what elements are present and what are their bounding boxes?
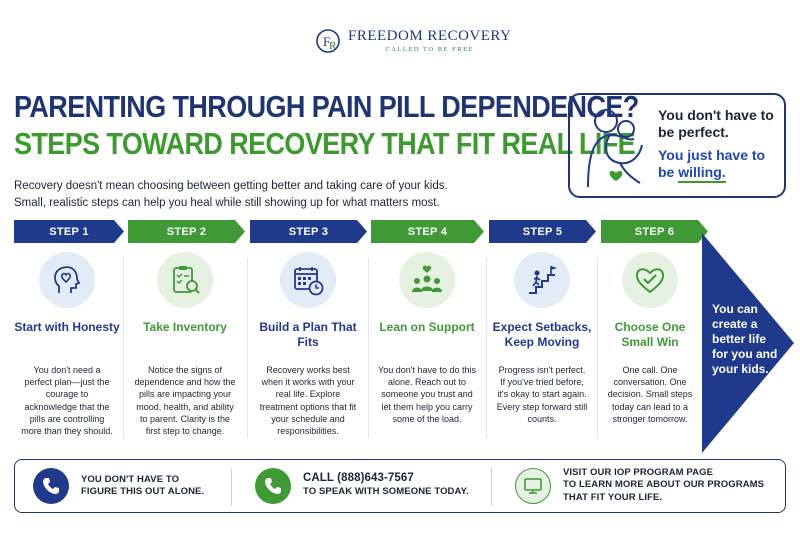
callout-line1: You don't have to be perfect.: [658, 107, 774, 140]
step-4-header: STEP 4: [371, 220, 484, 243]
step-3-header: STEP 3: [250, 220, 367, 243]
step-6-body: One call. One conversation. One decision…: [607, 365, 693, 424]
embrace-heart-icon: [587, 109, 643, 188]
intro-line1: Recovery doesn't mean choosing between g…: [14, 180, 448, 192]
step-6-header: STEP 6: [601, 220, 708, 243]
step-3-card: Build a Plan That Fits Recovery works be…: [250, 249, 366, 445]
step-1-header: STEP 1: [14, 220, 124, 243]
stairs-flag-icon: [529, 266, 557, 294]
arrow-message: You can create a better life for you and…: [712, 302, 778, 376]
callout-line2: You just have to be willing.: [658, 147, 782, 183]
support-group-icon: [412, 265, 442, 292]
computer-monitor-icon: [524, 478, 542, 494]
step-3-body: Recovery works best when it works with y…: [259, 365, 357, 437]
brand-tagline: CALLED TO BE FREE: [385, 46, 475, 53]
svg-text:R: R: [329, 40, 337, 52]
step-1-body: You don't need a perfect plan—just the c…: [21, 365, 113, 437]
bottom-item-3-line3: THAT FIT YOUR LIFE.: [563, 491, 663, 503]
phone-handset-icon: [265, 478, 281, 494]
bottom-item-1-text: YOU DON'T HAVE TO FIGURE THIS OUT ALONE.: [81, 474, 204, 499]
step-1-icon-circle: [39, 252, 95, 308]
step-4-card: Lean on Support You don't have to do thi…: [371, 249, 483, 445]
bottom-separator: [491, 468, 492, 506]
step-5-icon-circle: [514, 252, 570, 308]
intro-text: Recovery doesn't mean choosing between g…: [14, 178, 554, 211]
callout-line2a: You just have to be: [658, 147, 766, 180]
step-2-header: STEP 2: [128, 220, 245, 243]
step-2-card: Take Inventory Notice the signs of depen…: [126, 249, 244, 445]
divider: [486, 258, 487, 438]
step-2-icon-circle: [157, 252, 213, 308]
brand-logo[interactable]: F R FREEDOM RECOVERY CALLED TO BE FREE: [316, 26, 511, 56]
bottom-cta-bar: YOU DON'T HAVE TO FIGURE THIS OUT ALONE.…: [14, 459, 786, 513]
step-6-card: Choose One Small Win One call. One conve…: [599, 249, 701, 445]
step-4-icon-circle: [399, 252, 455, 308]
bottom-item-1-line1: YOU DON'T HAVE TO: [81, 474, 180, 485]
headline-line2: STEPS TOWARD RECOVERY THAT FIT REAL LIFE: [14, 127, 636, 161]
calendar-clock-icon: [294, 267, 324, 296]
monitor-icon[interactable]: [515, 468, 551, 504]
divider: [123, 258, 124, 438]
phone-number-link[interactable]: CALL (888)643-7567: [303, 472, 414, 484]
heart-check-icon: [635, 268, 665, 294]
phone-handset-icon: [43, 478, 59, 494]
step-1-card: Start with Honesty You don't need a perf…: [14, 249, 120, 445]
bottom-separator: [231, 468, 232, 506]
step-5-body: Progress isn't perfect. If you've tried …: [496, 365, 588, 424]
divider: [597, 258, 598, 438]
bottom-item-3-line2: TO LEARN MORE ABOUT OUR PROGRAMS: [563, 479, 765, 491]
checklist-magnifier-icon: [173, 266, 200, 294]
step-4-title: Lean on Support: [379, 320, 475, 334]
step-2-body: Notice the signs of dependence and how t…: [134, 365, 236, 437]
brand-name: FREEDOM RECOVERY: [348, 28, 512, 44]
step-6-icon-circle: [622, 252, 678, 308]
divider: [368, 258, 369, 438]
intro-line2: Small, realistic steps can help you heal…: [14, 196, 440, 209]
call-button-icon[interactable]: [255, 468, 291, 504]
step-3-icon-circle: [280, 252, 336, 308]
step-2-title: Take Inventory: [143, 320, 227, 334]
step-5-header: STEP 5: [489, 220, 596, 243]
step-5-title: Expect Setbacks, Keep Moving: [492, 320, 592, 349]
step-1-title: Start with Honesty: [14, 320, 120, 334]
step-3-title: Build a Plan That Fits: [259, 320, 357, 349]
bottom-item-2-text[interactable]: CALL (888)643-7567 TO SPEAK WITH SOMEONE…: [303, 471, 469, 498]
divider: [247, 258, 248, 438]
headline-line1: PARENTING THROUGH PAIN PILL DEPENDENCE?: [14, 90, 639, 124]
phone-icon: [33, 468, 69, 504]
bottom-item-3-text[interactable]: VISIT OUR IOP PROGRAM PAGE TO LEARN MORE…: [563, 467, 764, 504]
callout-line2b: willing.: [678, 163, 726, 183]
bottom-item-2-line2: TO SPEAK WITH SOMEONE TODAY.: [303, 485, 469, 497]
svg-text:F: F: [323, 34, 330, 49]
fr-monogram-icon: F R: [316, 29, 340, 53]
bottom-item-1-line2: FIGURE THIS OUT ALONE.: [81, 486, 205, 498]
callout-box: You don't have to be perfect. You just h…: [568, 93, 786, 198]
step-5-card: Expect Setbacks, Keep Moving Progress is…: [489, 249, 595, 445]
step-6-title: Choose One Small Win: [614, 320, 686, 349]
step-4-body: You don't have to do this alone. Reach o…: [378, 365, 476, 424]
iop-program-link[interactable]: VISIT OUR IOP PROGRAM PAGE: [563, 467, 714, 478]
head-heart-icon: [54, 266, 81, 293]
